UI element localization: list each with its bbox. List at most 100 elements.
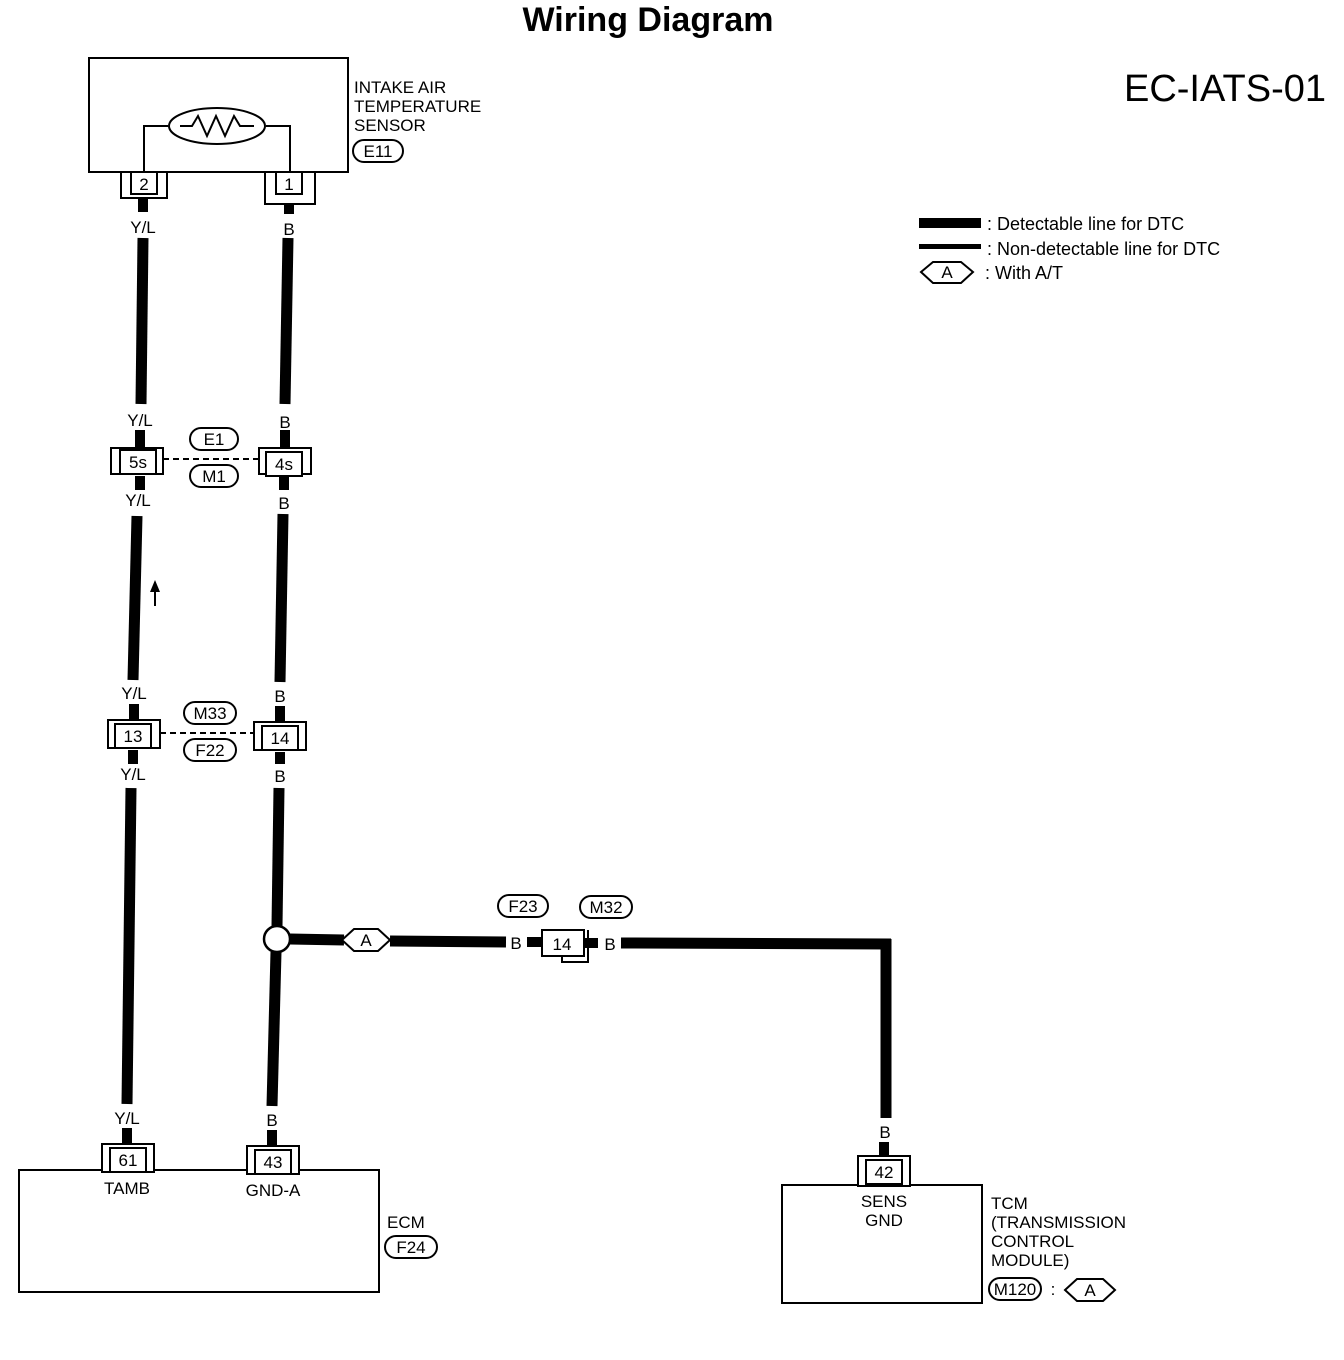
ecm-module: 61 TAMB 43 GND-A ECM F24: [18, 1143, 438, 1293]
legend-option-tag-text: A: [941, 263, 953, 282]
wire-color-labels: Y/L B Y/L B Y/L B Y/L B Y/L B Y/L B B B …: [114, 218, 890, 1142]
branch-connector-right: M32: [589, 898, 622, 917]
wire-label-b-2: B: [279, 413, 290, 432]
wire-label-branch-2: B: [604, 935, 615, 954]
branch-connector-badge-left: [497, 894, 549, 918]
wire-label-yl-3: Y/L: [125, 491, 151, 510]
tcm-name-line-2: (TRANSMISSION: [991, 1213, 1126, 1232]
ecm-pin-61-name: TAMB: [104, 1179, 150, 1198]
tcm-connector-badge: [988, 1277, 1042, 1301]
joint2-left-pin-label: 13: [124, 727, 143, 746]
joint2-connector-top: M33: [193, 704, 226, 723]
splice-point: [262, 924, 292, 954]
branch-connector-f23-m32: 14 F23 M32: [497, 894, 633, 963]
legend-thick-line: [919, 218, 981, 228]
sensor-name-line-2: TEMPERATURE: [354, 97, 481, 116]
ecm-connector-id: F24: [396, 1238, 425, 1257]
wire-label-yl-4: Y/L: [121, 684, 147, 703]
resistor-icon: [180, 113, 254, 139]
wire-yl-segment-2: [127, 515, 143, 681]
wire-label-b-5: B: [274, 767, 285, 786]
branch-connector-left: F23: [508, 897, 537, 916]
tcm-pin-name-line-1: SENS: [861, 1192, 907, 1211]
wire-b-segment-2: [274, 513, 289, 683]
joint1-left-pin: [119, 449, 157, 475]
branch-option-tag-text: A: [360, 931, 372, 950]
wire-label-branch-3: B: [879, 1123, 890, 1142]
wire-yl-segment-1: [135, 237, 149, 405]
tcm-pin-42-label: 42: [875, 1163, 894, 1182]
diagram-code: EC-IATS-01: [1124, 68, 1326, 110]
wire-label-yl-2: Y/L: [127, 411, 153, 430]
ecm-pin-43: [254, 1149, 292, 1175]
ecm-name: ECM: [387, 1213, 425, 1232]
tcm-name-line-4: MODULE): [991, 1251, 1069, 1270]
joint-connector-m33-f22: 13 14 M33 F22: [107, 701, 307, 762]
tcm-name-line-3: CONTROL: [991, 1232, 1074, 1251]
wire-label-yl-1: Y/L: [130, 218, 156, 237]
joint2-connector-badge-bottom: [183, 738, 237, 762]
joint1-connector-badge-bottom: [189, 464, 239, 488]
wire-b-segment-3: [271, 787, 285, 927]
tcm-connector-id: M120: [994, 1280, 1037, 1299]
joint1-connector-badge-top: [189, 427, 239, 451]
joint2-connector-badge-top: [183, 701, 237, 725]
legend-item-with-at: : With A/T: [985, 263, 1063, 283]
tcm-option-separator: :: [1051, 1280, 1056, 1299]
thermistor-symbol: [168, 107, 266, 145]
sensor-pin-1-label: 1: [284, 175, 293, 194]
sensor-name-line-3: SENSOR: [354, 116, 426, 135]
wire-b-segment-4: [266, 951, 282, 1107]
joint1-left-pin-label: 5s: [129, 453, 147, 472]
wire-label-branch-1: B: [510, 934, 521, 953]
ecm-pin-61-label: 61: [119, 1151, 138, 1170]
sensor-pin-1: [275, 171, 303, 195]
wire-branch-segment-3: [620, 937, 892, 950]
ecm-pin-43-name: GND-A: [246, 1181, 301, 1200]
ecm-pin-43-label: 43: [264, 1153, 283, 1172]
up-arrow-icon: [150, 580, 160, 606]
branch-pin-label: 14: [553, 935, 572, 954]
branch-option-tag: A: [340, 928, 392, 952]
branch-connector-badge-right: [579, 895, 633, 919]
legend: : Detectable line for DTC : Non-detectab…: [919, 214, 1220, 284]
ecm-connector-badge: [384, 1235, 438, 1259]
legend-item-detectable: : Detectable line for DTC: [987, 214, 1184, 234]
wire-label-yl-6: Y/L: [114, 1109, 140, 1128]
tcm-option-tag-text: A: [1084, 1281, 1096, 1300]
sensor-connector-id: E11: [364, 142, 393, 161]
wire-yl-segment-3: [121, 787, 137, 1105]
wire-branch-segment-2: [389, 935, 507, 948]
page-title: Wiring Diagram: [523, 1, 774, 39]
tcm-box: [781, 1184, 983, 1304]
joint1-connector-top: E1: [204, 430, 225, 449]
legend-item-non-detectable: : Non-detectable line for DTC: [987, 239, 1220, 259]
wire-b-segment-1: [279, 237, 294, 405]
sensor-pin-2: [130, 171, 158, 195]
legend-option-tag: [919, 261, 975, 284]
joint2-connector-bottom: F22: [195, 741, 224, 760]
wires: [121, 198, 892, 1158]
tcm-pin-42: [865, 1159, 903, 1185]
wire-label-b-1: B: [283, 220, 294, 239]
joint2-right-pin-label: 14: [271, 729, 290, 748]
joint1-connector-bottom: M1: [202, 467, 226, 486]
ecm-box: [18, 1169, 380, 1293]
joint1-right-pin: [265, 451, 303, 477]
wire-label-b-6: B: [266, 1111, 277, 1130]
joint2-left-pin: [114, 723, 152, 749]
tcm-option-tag: [1063, 1278, 1117, 1302]
wire-label-b-4: B: [274, 687, 285, 706]
wire-label-b-3: B: [278, 494, 289, 513]
sensor-connector-badge: [352, 139, 404, 163]
tcm-pin-name-line-2: GND: [865, 1211, 903, 1230]
sensor-name-line-1: INTAKE AIR: [354, 78, 446, 97]
tcm-name-line-1: TCM: [991, 1194, 1028, 1213]
tcm-module: 42 SENS GND TCM (TRANSMISSION CONTROL MO…: [781, 1155, 1126, 1304]
joint-connector-e1-m1: 5s 4s E1 M1: [110, 427, 312, 488]
wire-branch-segment-1: [289, 933, 345, 946]
legend-thin-line: [919, 244, 981, 249]
intake-air-temperature-sensor: INTAKE AIR TEMPERATURE SENSOR E11 2 1: [88, 57, 481, 205]
wire-label-yl-5: Y/L: [120, 765, 146, 784]
